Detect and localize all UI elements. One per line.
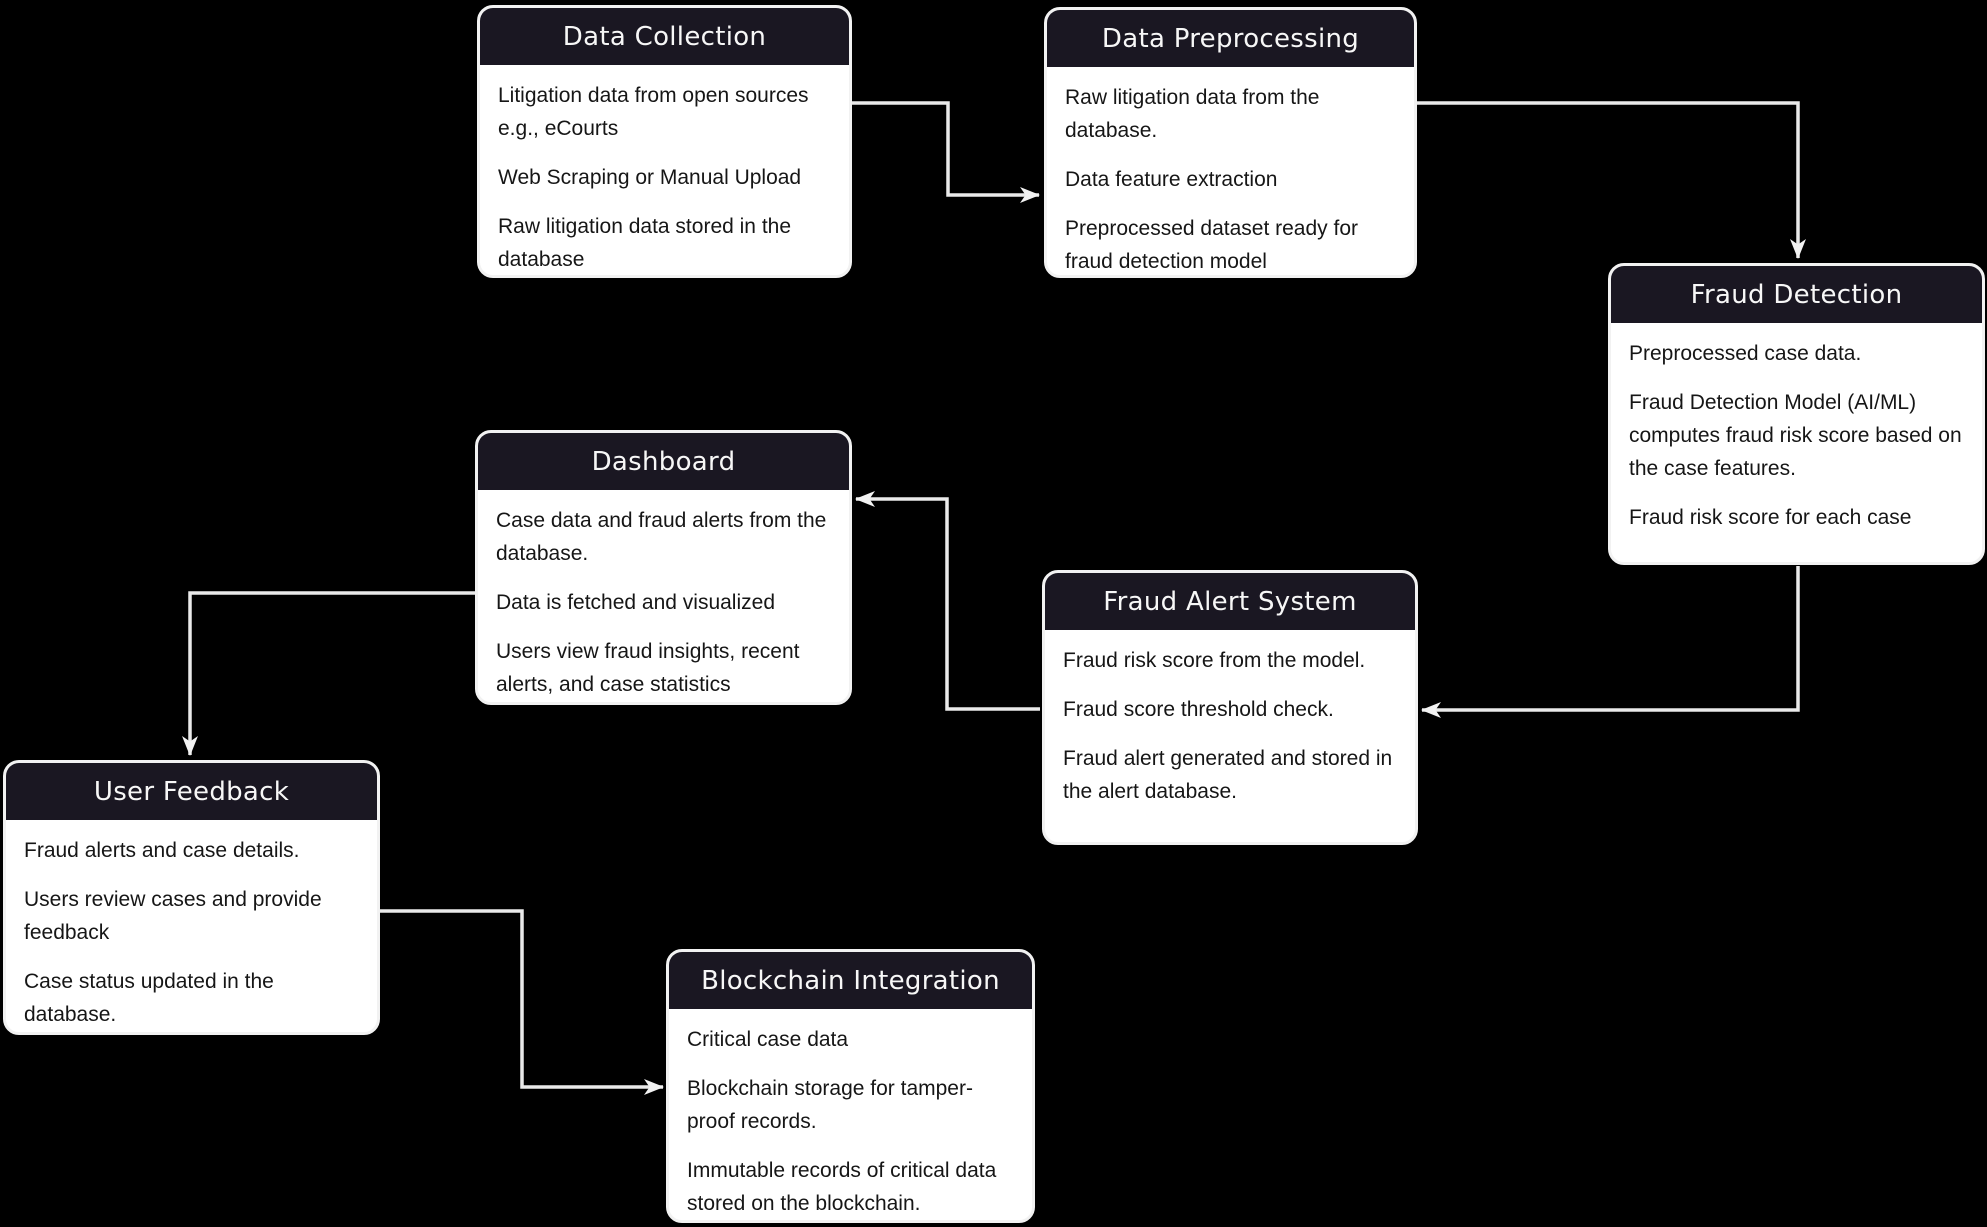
node-line: Immutable records of critical data store… <box>687 1159 997 1215</box>
node-dashboard: Dashboard Case data and fraud alerts fro… <box>475 430 852 705</box>
node-line: Fraud Detection Model (AI/ML) computes f… <box>1629 391 1962 480</box>
node-fraud-alert-system: Fraud Alert System Fraud risk score from… <box>1042 570 1418 845</box>
node-user-feedback: User Feedback Fraud alerts and case deta… <box>3 760 380 1035</box>
node-line: Fraud risk score for each case <box>1629 506 1912 529</box>
node-fraud-alert-system-body: Fraud risk score from the model. Fraud s… <box>1045 630 1415 808</box>
node-line: Raw litigation data from the database. <box>1065 86 1320 142</box>
node-data-preprocessing-title: Data Preprocessing <box>1047 10 1414 67</box>
node-user-feedback-title: User Feedback <box>6 763 377 820</box>
node-dashboard-title: Dashboard <box>478 433 849 490</box>
node-data-collection-body: Litigation data from open sources e.g., … <box>480 65 849 275</box>
node-line: Users view fraud insights, recent alerts… <box>496 640 800 696</box>
node-fraud-detection-body: Preprocessed case data. Fraud Detection … <box>1611 323 1982 534</box>
node-user-feedback-body: Fraud alerts and case details. Users rev… <box>6 820 377 1031</box>
node-fraud-detection: Fraud Detection Preprocessed case data. … <box>1608 263 1985 565</box>
arrow-fraud-alert-system-to-dashboard <box>855 491 1040 711</box>
node-fraud-alert-system-title: Fraud Alert System <box>1045 573 1415 630</box>
node-fraud-detection-title: Fraud Detection <box>1611 266 1982 323</box>
arrow-data-collection-to-data-preprocessing <box>852 101 1040 203</box>
node-line: Fraud alerts and case details. <box>24 839 300 862</box>
node-dashboard-body: Case data and fraud alerts from the data… <box>478 490 849 701</box>
node-line: Blockchain storage for tamper-proof reco… <box>687 1077 973 1133</box>
arrow-dashboard-to-user-feedback <box>182 591 477 756</box>
node-blockchain-integration-title: Blockchain Integration <box>669 952 1032 1009</box>
node-line: Fraud risk score from the model. <box>1063 649 1366 672</box>
node-line: Data is fetched and visualized <box>496 591 775 614</box>
node-blockchain-integration-body: Critical case data Blockchain storage fo… <box>669 1009 1032 1220</box>
node-line: Preprocessed case data. <box>1629 342 1862 365</box>
node-line: Case data and fraud alerts from the data… <box>496 509 827 565</box>
arrow-data-preprocessing-to-fraud-detection <box>1417 101 1806 259</box>
node-line: Raw litigation data stored in the databa… <box>498 215 792 271</box>
node-line: Preprocessed dataset ready for fraud det… <box>1065 217 1358 273</box>
node-line: Web Scraping or Manual Upload <box>498 166 802 189</box>
node-line: Users review cases and provide feedback <box>24 888 322 944</box>
node-data-collection: Data Collection Litigation data from ope… <box>477 5 852 278</box>
node-line: Fraud alert generated and stored in the … <box>1063 747 1393 803</box>
node-data-collection-title: Data Collection <box>480 8 849 65</box>
node-data-preprocessing-body: Raw litigation data from the database. D… <box>1047 67 1414 275</box>
node-blockchain-integration: Blockchain Integration Critical case dat… <box>666 949 1035 1223</box>
arrow-fraud-detection-to-fraud-alert-system <box>1421 566 1800 718</box>
node-line: Fraud score threshold check. <box>1063 698 1334 721</box>
node-line: Data feature extraction <box>1065 168 1278 191</box>
node-line: Case status updated in the database. <box>24 970 274 1026</box>
node-line: Litigation data from open sources e.g., … <box>498 84 809 140</box>
node-line: Critical case data <box>687 1028 849 1051</box>
node-data-preprocessing: Data Preprocessing Raw litigation data f… <box>1044 7 1417 278</box>
arrow-user-feedback-to-blockchain-integration <box>380 909 664 1095</box>
